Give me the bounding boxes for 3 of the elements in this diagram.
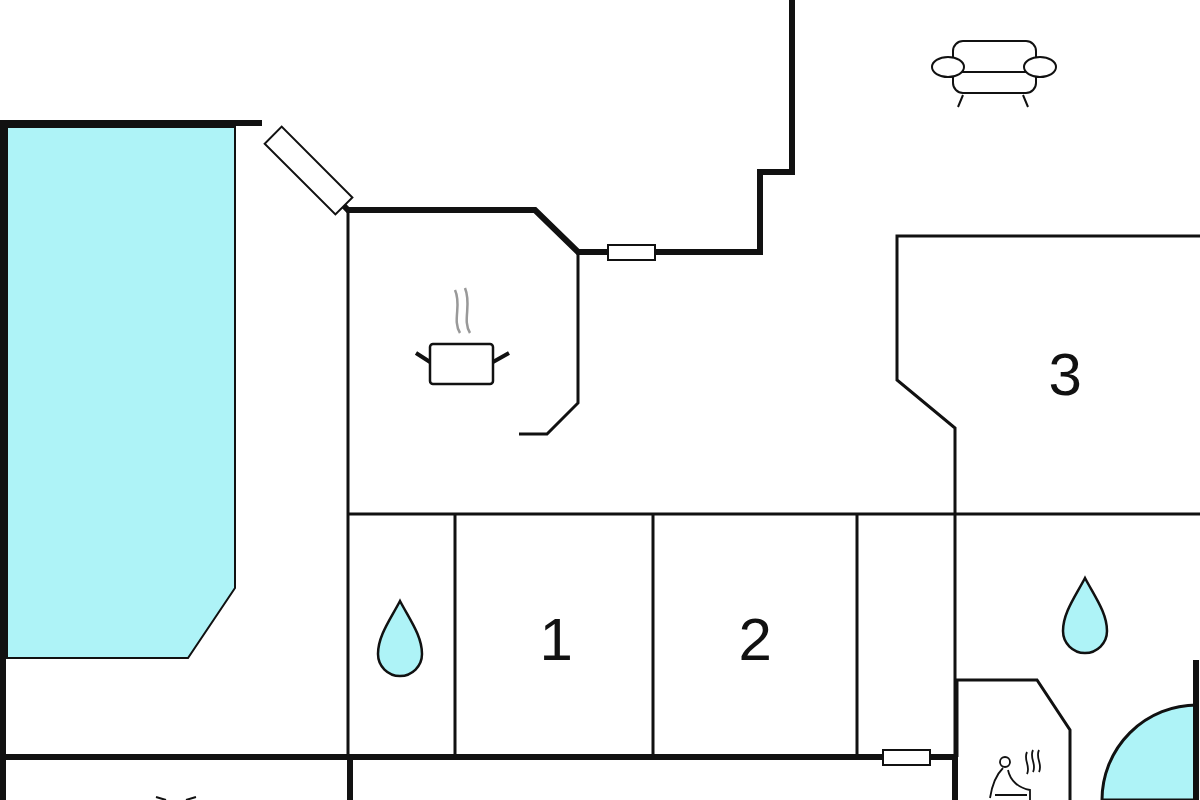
room-number: 1 bbox=[539, 610, 573, 670]
room-number: 2 bbox=[738, 610, 772, 670]
room-number: 3 bbox=[1048, 345, 1082, 405]
